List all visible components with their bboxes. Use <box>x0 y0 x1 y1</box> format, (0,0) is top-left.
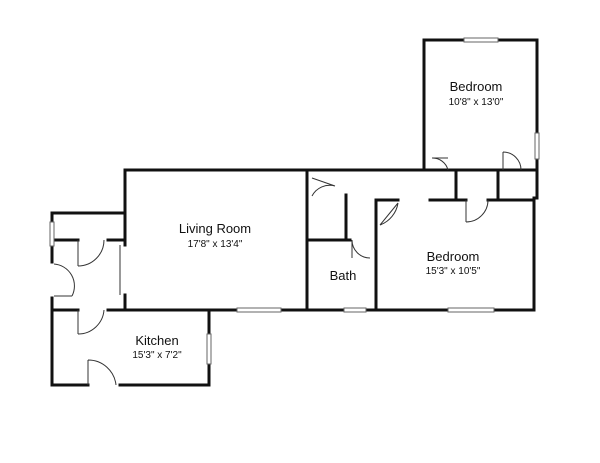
walls <box>50 38 539 387</box>
window <box>236 307 282 313</box>
room-dimensions-bedroom-upper: 10'8" x 13'0" <box>449 97 504 108</box>
door <box>311 177 336 197</box>
window <box>534 132 540 160</box>
door <box>379 202 399 226</box>
room-dimensions-kitchen: 15'3" x 7'2" <box>132 350 182 361</box>
door <box>77 309 105 335</box>
door <box>465 199 489 223</box>
door <box>53 263 75 297</box>
door <box>431 157 449 171</box>
door <box>502 151 522 171</box>
window <box>447 307 495 313</box>
door <box>351 239 371 259</box>
room-name-bedroom-upper: Bedroom <box>450 79 503 94</box>
room-dimensions-living-room: 17'8" x 13'4" <box>188 239 243 250</box>
room-labels: Bedroom 10'8" x 13'0" Living Room 17'8" … <box>132 79 504 361</box>
room-name-bedroom-lower: Bedroom <box>427 249 480 264</box>
window <box>49 221 55 247</box>
door <box>87 359 117 386</box>
room-name-bath: Bath <box>330 268 357 283</box>
door <box>77 239 105 267</box>
window <box>343 307 367 313</box>
room-dimensions-bedroom-lower: 15'3" x 10'5" <box>426 266 481 277</box>
room-name-living-room: Living Room <box>179 221 251 236</box>
windows <box>49 37 540 365</box>
doors <box>53 151 522 386</box>
window <box>206 333 212 365</box>
room-name-kitchen: Kitchen <box>135 333 178 348</box>
window <box>463 37 499 43</box>
